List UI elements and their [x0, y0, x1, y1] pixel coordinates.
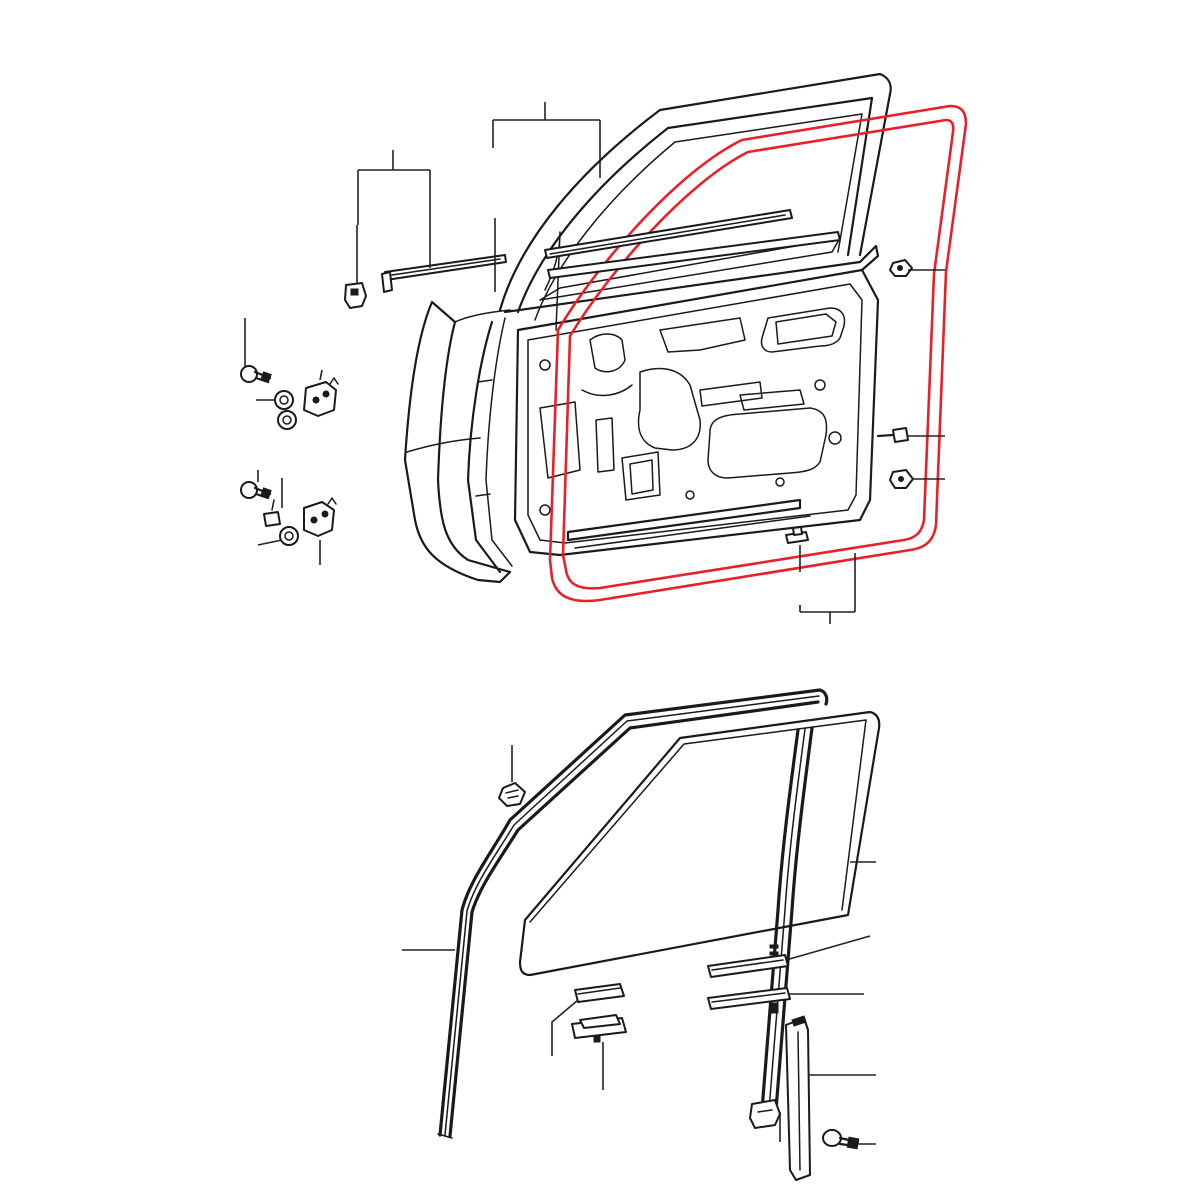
- door-glass-inner-edge: [529, 719, 867, 923]
- panel-hole-6: [775, 477, 785, 487]
- leader-hinge-nut-lower: [257, 539, 283, 546]
- glass-run-mid: [444, 695, 820, 1136]
- hinge-lower[interactable]: [303, 497, 337, 537]
- glass-run-inner[interactable]: [448, 700, 820, 1138]
- door-glass[interactable]: [518, 710, 881, 977]
- belt-molding-inner-2[interactable]: [547, 231, 841, 279]
- belt-molding-inner-detail: [549, 214, 786, 255]
- leader-glass-channel-upper: [785, 935, 871, 961]
- door-window-frame-inner: [516, 96, 874, 314]
- panel-cutout-center-top: [659, 317, 746, 353]
- panel-bottom-channel-2: [574, 515, 811, 549]
- panel-hole-3: [828, 431, 842, 445]
- rear-run-channel-mid: [768, 728, 806, 1111]
- rear-run-channel-mark-1: [769, 944, 779, 949]
- panel-rib-4: [595, 417, 615, 473]
- regulator-pad-lower[interactable]: [571, 1014, 627, 1043]
- door-window-frame-inner-2: [534, 113, 863, 321]
- hinge-nut-upper-1[interactable]: [274, 390, 294, 410]
- glass-channel-lower[interactable]: [707, 987, 791, 1014]
- regulator-pad-upper[interactable]: [574, 983, 625, 1003]
- door-beltline-crease: [406, 437, 481, 453]
- weatherstrip-outer-loop[interactable]: [548, 104, 968, 603]
- door-bumper-stud[interactable]: [876, 427, 909, 443]
- leader-hinge-nut-upper-2: [319, 369, 323, 381]
- glass-channel-upper[interactable]: [707, 954, 789, 978]
- hinge-pin-lower[interactable]: [263, 499, 281, 527]
- door-outer-panel-inner-edge: [454, 309, 511, 323]
- panel-cutout-large-right: [707, 407, 828, 479]
- door-window-frame-outer: [498, 72, 892, 312]
- belt-molding-inner[interactable]: [544, 209, 841, 279]
- hinge-upper-group: [240, 365, 339, 430]
- rear-run-channel[interactable]: [760, 726, 814, 1112]
- panel-cutout-upper-right-inner: [775, 313, 837, 345]
- panel-cutout-mid: [637, 367, 701, 451]
- hinge-upper[interactable]: [303, 377, 339, 417]
- panel-rib-2: [699, 381, 763, 407]
- hinge-bolt-line-2: [475, 493, 491, 497]
- rear-run-channel-outer[interactable]: [760, 728, 800, 1112]
- leader-lines-upper: [244, 102, 945, 624]
- division-bar[interactable]: [785, 1015, 811, 1181]
- door-inner-panel: [513, 268, 880, 557]
- panel-bottom-channel: [566, 498, 802, 542]
- hinge-bolt-upper[interactable]: [240, 365, 272, 384]
- leader-bracket-frame: [492, 102, 601, 178]
- door-stopper[interactable]: [785, 526, 809, 544]
- door-check-clip[interactable]: [344, 282, 367, 309]
- door-clip-upper[interactable]: [889, 259, 913, 277]
- door-shell-group: [403, 72, 892, 584]
- panel-cutout-speaker: [621, 451, 661, 501]
- leader-lines-lower: [402, 745, 876, 1145]
- panel-cutout-speaker-inner: [629, 459, 654, 495]
- glass-run-end: [437, 1133, 453, 1139]
- panel-hole-1: [539, 359, 551, 371]
- panel-cutout-left-upper: [589, 333, 626, 373]
- division-bar-bracket[interactable]: [749, 1099, 781, 1129]
- rear-run-channel-mark-2: [769, 951, 779, 956]
- leader-regulator-pad-upper: [551, 999, 579, 1056]
- glass-clip-bracket[interactable]: [498, 782, 526, 807]
- door-clip-lower[interactable]: [889, 469, 914, 489]
- panel-hole-4: [814, 379, 826, 391]
- leader-bracket-belt-molding: [357, 150, 431, 268]
- hinge-bolt-lower[interactable]: [240, 481, 272, 500]
- door-hinge-edge-2: [485, 317, 513, 567]
- weatherstrip-inner-loop[interactable]: [561, 118, 955, 590]
- division-bar-bolt[interactable]: [822, 1129, 860, 1150]
- leader-bracket-weatherstrip: [799, 553, 856, 624]
- panel-hole-2: [539, 504, 551, 516]
- door-outer-panel: [403, 300, 512, 584]
- door-inner-panel-offset: [527, 283, 863, 544]
- door-glass-outline[interactable]: [518, 710, 881, 977]
- door-inner-top-rail: [503, 244, 880, 314]
- door-check-clip-slot: [350, 288, 359, 296]
- hinge-bolt-line-1: [477, 379, 493, 383]
- panel-hole-5: [685, 490, 695, 500]
- belt-molding-outer-end: [381, 271, 393, 293]
- panel-cutout-left-tall: [539, 401, 581, 479]
- glass-run-outer[interactable]: [438, 688, 829, 1137]
- door-hinge-edge: [466, 320, 502, 574]
- hinge-nut-lower[interactable]: [279, 526, 299, 546]
- panel-rib-1: [581, 384, 633, 397]
- rear-run-channel-inner[interactable]: [774, 726, 814, 1112]
- hinge-lower-group: [240, 481, 337, 546]
- glass-run-channel[interactable]: [437, 688, 829, 1139]
- panel-rib-3: [739, 389, 805, 411]
- panel-cutout-upper-right: [760, 307, 846, 353]
- belt-molding-outer[interactable]: [381, 254, 507, 293]
- hinge-nut-upper-2[interactable]: [277, 410, 297, 430]
- belt-molding-outer-detail: [391, 258, 501, 276]
